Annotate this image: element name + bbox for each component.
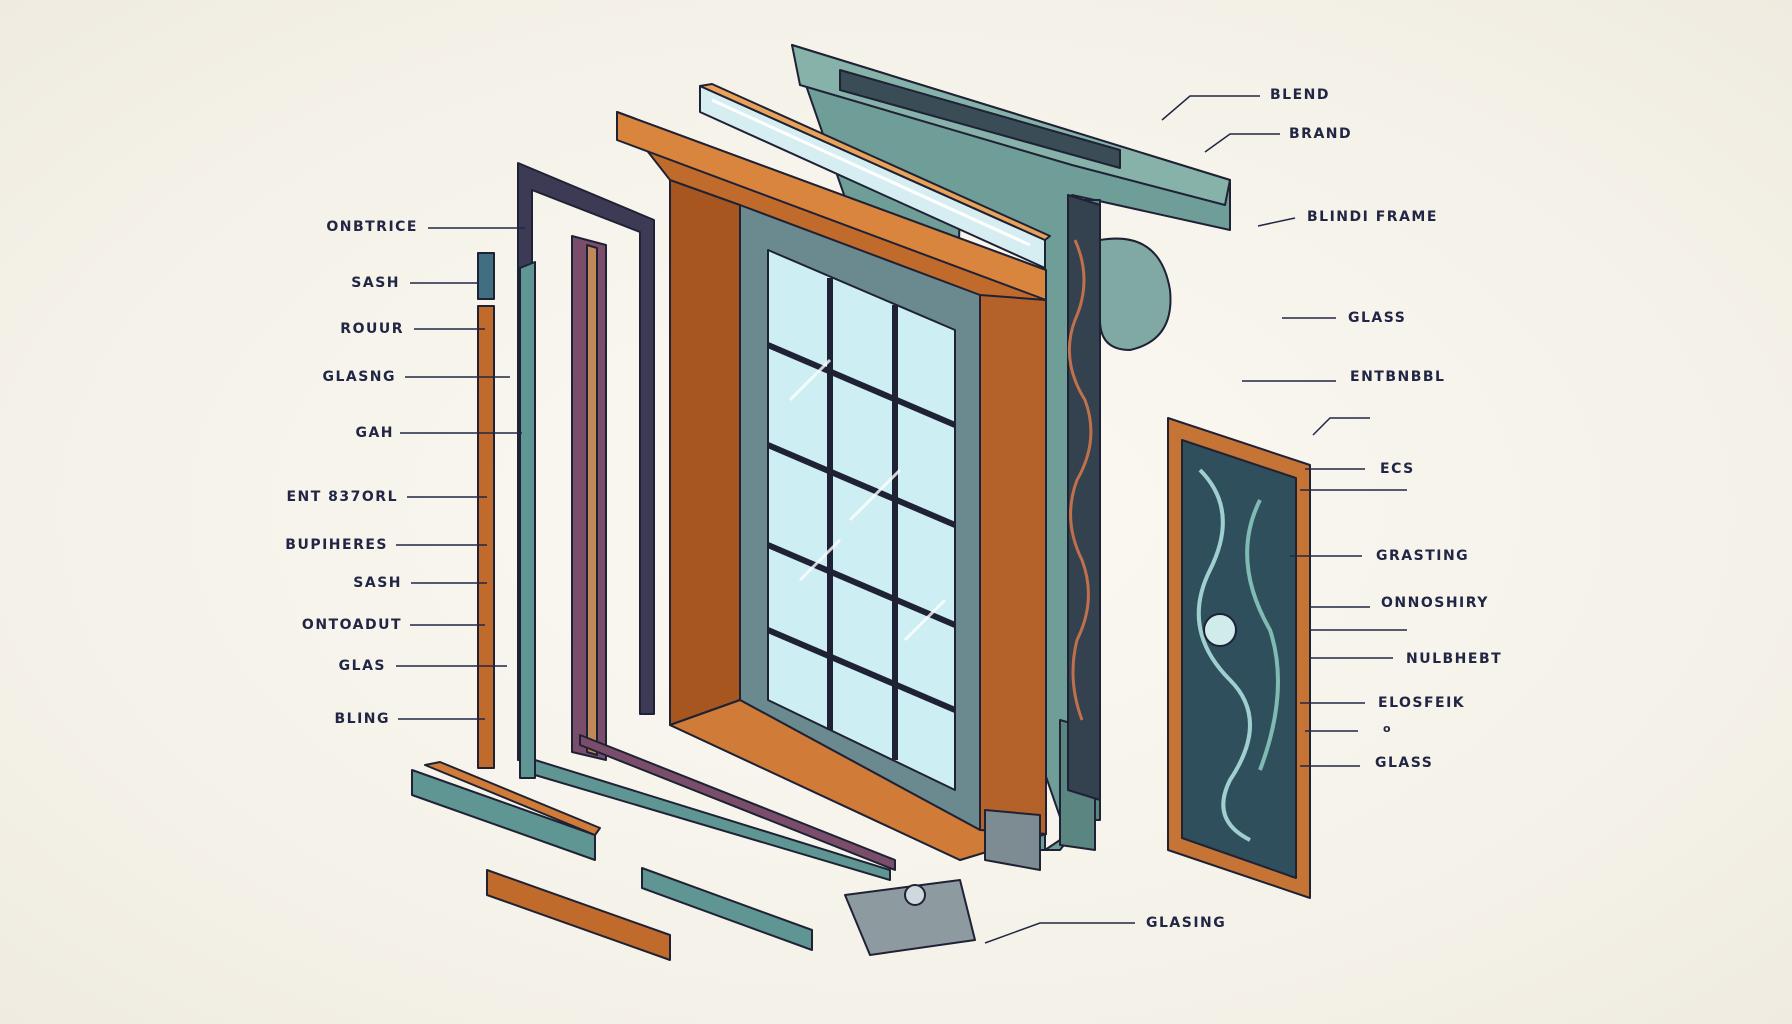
label-left-3: ROUUR: [340, 321, 404, 337]
label-right-3: BLINDI FRAME: [1307, 209, 1438, 225]
label-left-11: BLING: [334, 711, 390, 727]
label-right-7: GRASTING: [1376, 548, 1470, 564]
label-right-5: ENTBNBBL: [1350, 369, 1446, 385]
left-frame-parts: [477, 162, 896, 881]
label-left-4: GLASNG: [322, 369, 396, 385]
label-right-12: GLASS: [1375, 755, 1434, 771]
label-left-1: ONBTRICE: [326, 219, 418, 235]
label-left-7: BUPIHERES: [285, 537, 388, 553]
loose-profile-bars: [411, 761, 976, 961]
label-right-6: ECS: [1380, 461, 1415, 477]
label-right-9: NULBHEBT: [1406, 651, 1503, 667]
label-bottom: GLASING: [1146, 915, 1227, 931]
label-left-8: SASH: [353, 575, 402, 591]
label-right-1: BLEND: [1270, 87, 1330, 103]
decorative-glass-panel: [1167, 417, 1311, 899]
label-right-8: ONNOSHIRY: [1381, 595, 1489, 611]
label-left-2: SASH: [351, 275, 400, 291]
label-right-2: BRAND: [1289, 126, 1353, 142]
label-left-5: GAH: [355, 425, 394, 441]
label-right-11: o: [1383, 722, 1393, 735]
label-right-10: ELOSFEIK: [1378, 695, 1466, 711]
label-left-6: ENT 837ORL: [286, 489, 398, 505]
glass-top-rail: [699, 83, 1051, 269]
label-left-9: ONTOADUT: [301, 617, 402, 633]
main-wood-frame: [616, 111, 1047, 871]
leader-lines: [396, 95, 1407, 944]
label-left-10: GLAS: [338, 658, 386, 674]
label-right-4: GLASS: [1348, 310, 1407, 326]
